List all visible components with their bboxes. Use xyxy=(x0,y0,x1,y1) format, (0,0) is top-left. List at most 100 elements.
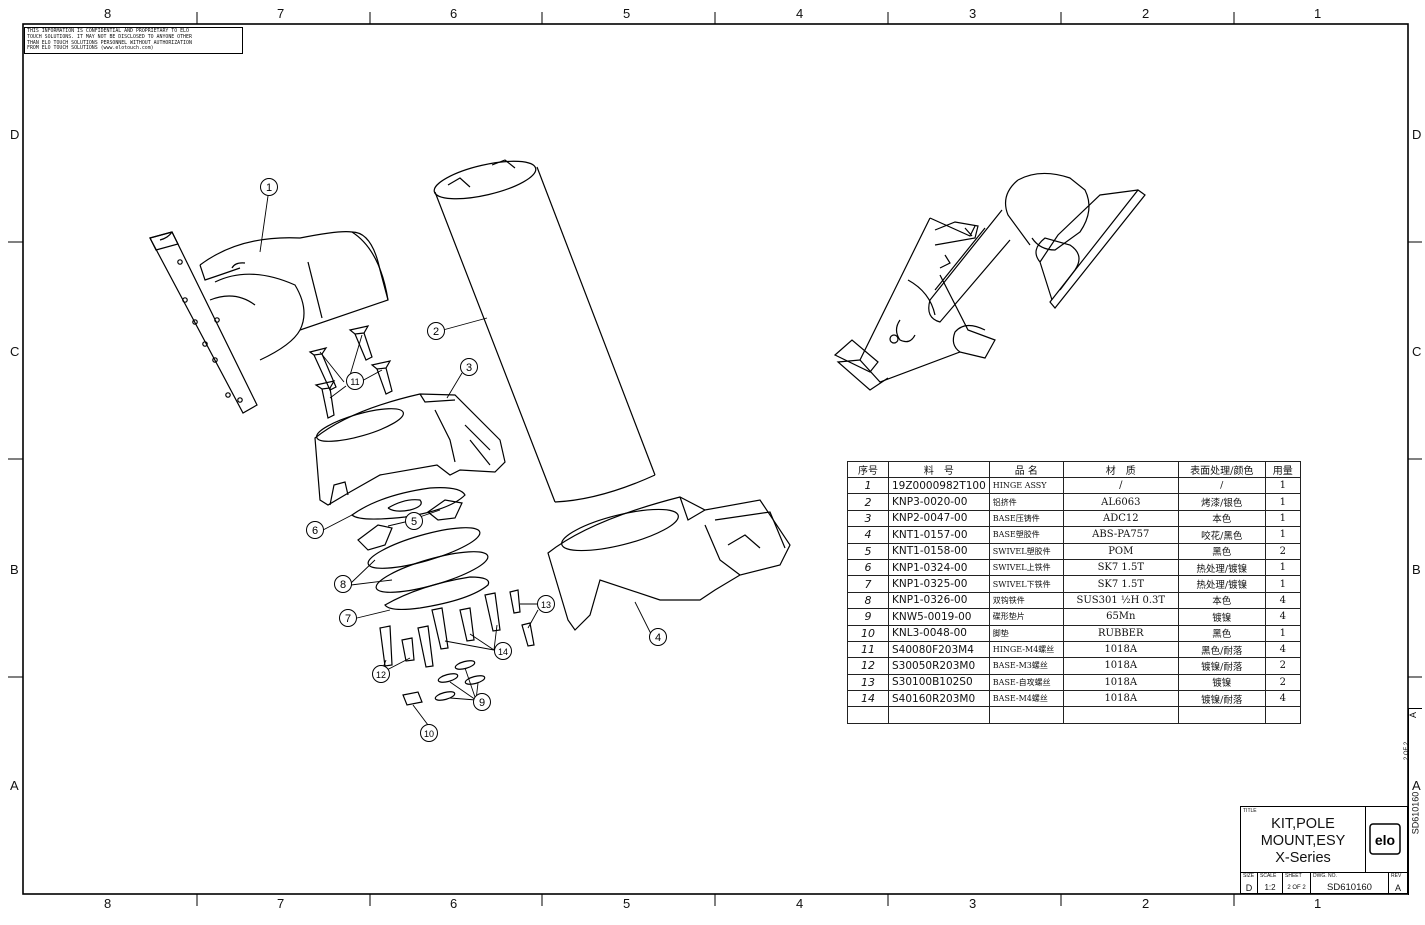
bom-part-name: SWIVEL塑胶件 xyxy=(988,542,1064,560)
zone-row-left: B xyxy=(10,562,19,577)
bom-empty-cell xyxy=(847,706,889,724)
bom-item-no: 12 xyxy=(847,657,889,675)
bom-finish: 镀镍/耐落 xyxy=(1177,657,1266,675)
bom-finish: 咬花/黑色 xyxy=(1177,526,1266,544)
foot-pad xyxy=(402,691,423,706)
side-strip-dwg: SD610160 xyxy=(1408,790,1421,836)
bom-material: 65Mn xyxy=(1062,608,1179,626)
title-line: KIT,POLE xyxy=(1271,816,1335,832)
bom-item-no: 4 xyxy=(847,526,889,544)
bom-quantity: 1 xyxy=(1264,493,1301,511)
bom-finish: 烤漆/银色 xyxy=(1177,493,1266,511)
base-die-cast xyxy=(314,393,506,506)
zone-col-bottom: 8 xyxy=(104,896,112,911)
bom-quantity: 1 xyxy=(1264,509,1301,528)
bom-part-number: KNT1-0157-00 xyxy=(888,526,990,544)
bom-item-no: 5 xyxy=(847,542,889,560)
zone-col-bottom: 4 xyxy=(796,896,804,911)
bom-empty-cell xyxy=(1062,706,1179,724)
bom-item-no: 1 xyxy=(847,476,889,495)
bom-material: SK7 1.5T xyxy=(1062,575,1179,593)
bom-empty-cell xyxy=(1177,706,1266,724)
bom-part-number: KNP1-0325-00 xyxy=(888,575,990,593)
bom-material: SUS301 ½H 0.3T xyxy=(1062,591,1179,610)
zone-col-bottom: 7 xyxy=(277,896,285,911)
bom-item-no: 9 xyxy=(847,608,889,626)
balloon-8: 8 xyxy=(340,579,346,591)
title-block: TITLE KIT,POLE MOUNT,ESY X-Series elo SI… xyxy=(1240,806,1408,894)
bom-finish: 镀镍/耐落 xyxy=(1177,690,1266,708)
bom-empty-cell xyxy=(888,706,990,724)
bom-part-number: 19Z0000982T100 xyxy=(888,476,990,495)
title-box: TITLE KIT,POLE MOUNT,ESY X-Series xyxy=(1241,807,1366,872)
bom-material: RUBBER xyxy=(1062,624,1179,642)
leader-lines xyxy=(259,195,653,726)
bom-item-no: 14 xyxy=(847,690,889,708)
sheet-value: 2 OF 2 xyxy=(1287,885,1306,891)
bom-part-number: KNL3-0048-00 xyxy=(888,624,990,642)
balloon-4: 4 xyxy=(655,632,661,644)
bom-header-pn: 料 号 xyxy=(888,461,990,478)
balloon-3: 3 xyxy=(466,362,472,374)
zone-ticks xyxy=(8,12,1422,906)
balloon-2: 2 xyxy=(433,326,439,338)
zone-row-left: D xyxy=(10,127,20,142)
zone-col-top: 8 xyxy=(104,6,112,21)
bom-part-name: SWIVEL下铁件 xyxy=(988,575,1064,593)
bom-material: SK7 1.5T xyxy=(1062,558,1179,577)
bom-part-number: S40160R203M0 xyxy=(888,690,990,708)
bom-part-name: BASE-M4螺丝 xyxy=(988,690,1064,708)
balloon-circles xyxy=(260,178,667,742)
bom-quantity: 4 xyxy=(1264,591,1301,610)
bom-part-number: KNP1-0324-00 xyxy=(888,558,990,577)
bom-item-no: 3 xyxy=(847,509,889,528)
elo-logo-icon: elo xyxy=(1369,823,1401,855)
bom-header-qty: 用量 xyxy=(1264,461,1301,478)
dwg-no-cell: DWG. NO. SD610160 xyxy=(1311,873,1389,894)
zone-row-right: C xyxy=(1412,344,1422,359)
assembled-view xyxy=(833,172,1146,391)
zone-col-top: 1 xyxy=(1314,6,1322,21)
extrusion-tube xyxy=(433,159,656,503)
bom-material: 1018A xyxy=(1062,657,1179,675)
bom-quantity: 2 xyxy=(1264,673,1301,692)
zone-col-bottom: 5 xyxy=(623,896,631,911)
bom-quantity: 2 xyxy=(1264,657,1301,675)
bom-item-no: 6 xyxy=(847,558,889,577)
exploded-view xyxy=(149,159,791,706)
bom-part-name: 铝挤件 xyxy=(988,493,1064,511)
bom-finish: 本色 xyxy=(1177,591,1266,610)
dwg-no-label: DWG. NO. xyxy=(1313,873,1337,879)
hook-ring-bottom xyxy=(375,551,489,593)
hinge-plate xyxy=(149,231,258,414)
zone-col-top: 7 xyxy=(277,6,285,21)
bom-quantity: 4 xyxy=(1264,608,1301,626)
bom-finish: 镀镍 xyxy=(1177,673,1266,692)
zone-col-top: 6 xyxy=(450,6,458,21)
bom-item-no: 2 xyxy=(847,493,889,511)
bom-quantity: 1 xyxy=(1264,624,1301,642)
bom-material: ADC12 xyxy=(1062,509,1179,528)
hook-ring-top xyxy=(367,527,481,569)
notice-line: TOUCH SOLUTIONS. IT MAY NOT BE DISCLOSED… xyxy=(27,33,192,40)
size-value: D xyxy=(1245,883,1253,893)
balloon-1: 1 xyxy=(266,182,272,194)
balloon-14: 14 xyxy=(498,647,508,657)
bom-finish: 镀镍 xyxy=(1177,608,1266,626)
bom-part-name: 脚垫 xyxy=(988,624,1064,642)
balloon-12: 12 xyxy=(376,670,386,680)
confidentiality-notice: THIS INFORMATION IS CONFIDENTIAL AND PRO… xyxy=(24,27,243,54)
bom-finish: 黑色/耐落 xyxy=(1177,640,1266,659)
base-plastic xyxy=(547,496,791,631)
screws-lower xyxy=(379,589,535,668)
